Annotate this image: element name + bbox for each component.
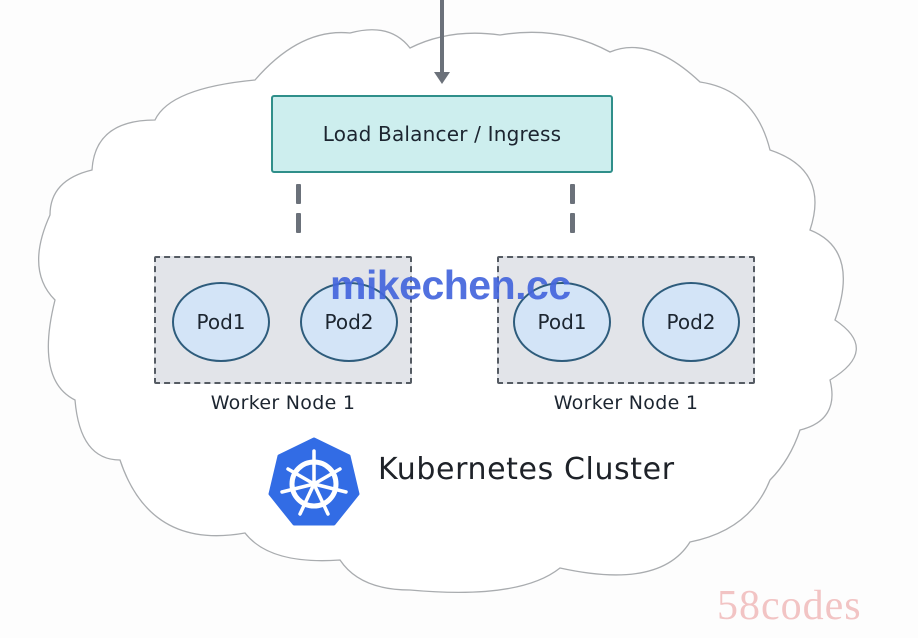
connector-dash [296,184,301,204]
pod: Pod2 [300,282,398,362]
watermark-text: mikechen.cc [330,262,571,308]
connector-dash [570,184,575,204]
cluster-title: Kubernetes Cluster [378,452,675,487]
watermark-corner: 58codes [717,583,862,629]
kubernetes-logo-icon [268,437,360,526]
pod-label: Pod2 [324,310,374,334]
pod-label: Pod1 [537,310,587,334]
incoming-arrow [434,0,450,84]
pod: Pod2 [642,282,740,362]
pod: Pod1 [513,282,611,362]
pod-label: Pod2 [666,310,716,334]
load-balancer-label: Load Balancer / Ingress [322,122,562,146]
load-balancer-box: Load Balancer / Ingress [271,95,613,173]
pod: Pod1 [172,282,270,362]
worker-node-label: Worker Node 1 [553,392,699,414]
connector-dash [296,213,301,233]
worker-node-label: Worker Node 1 [210,392,356,414]
connector-dash [570,213,575,233]
worker-node: Pod1 Pod2 [154,256,412,384]
pod-label: Pod1 [196,310,246,334]
worker-node: Pod1 Pod2 [497,256,755,384]
